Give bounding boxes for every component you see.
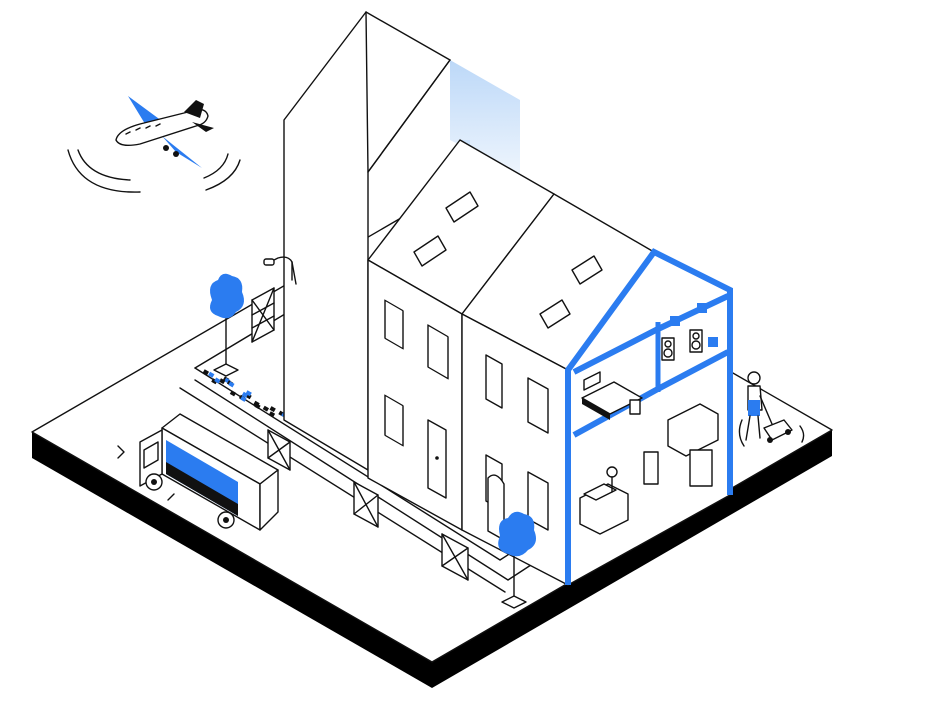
pavement-tile [241, 391, 249, 398]
pavement-tile [202, 369, 210, 376]
airplane-icon [115, 96, 214, 168]
bed-icon [581, 371, 643, 420]
pavement-tile [253, 400, 260, 407]
pavement-tile [218, 378, 226, 385]
sound-wave-icon [67, 149, 241, 193]
planter-box [267, 429, 291, 471]
tree-icon [498, 511, 536, 609]
speaker-icon [661, 303, 718, 361]
pavement-tile [229, 390, 237, 397]
planter-box [251, 287, 275, 343]
facade-windows [384, 299, 449, 447]
pavement-tile [211, 378, 218, 385]
pavement-tile [240, 395, 247, 402]
sofa-icon [579, 466, 629, 535]
roof-window [539, 299, 571, 329]
house-right [461, 193, 655, 586]
pavement-tile [208, 371, 215, 378]
pavement-tile [269, 406, 276, 413]
lawn-mower-person-icon [738, 371, 805, 447]
delivery-truck-icon [117, 413, 279, 531]
pavement-tile [228, 381, 235, 388]
pavement-tile [245, 390, 252, 397]
cutaway-house-icon [565, 248, 733, 586]
pavement-tile [262, 405, 270, 412]
planter-box [441, 533, 469, 581]
pavement-tile [268, 411, 276, 418]
planter-boxes [251, 287, 469, 581]
house-left [367, 139, 555, 531]
pavement-tile [214, 377, 221, 384]
kitchen-icon [643, 403, 719, 487]
roof-window [571, 255, 603, 285]
planter-box [353, 481, 379, 528]
tree-icon [210, 273, 244, 377]
street-lamp-icon [263, 256, 297, 285]
